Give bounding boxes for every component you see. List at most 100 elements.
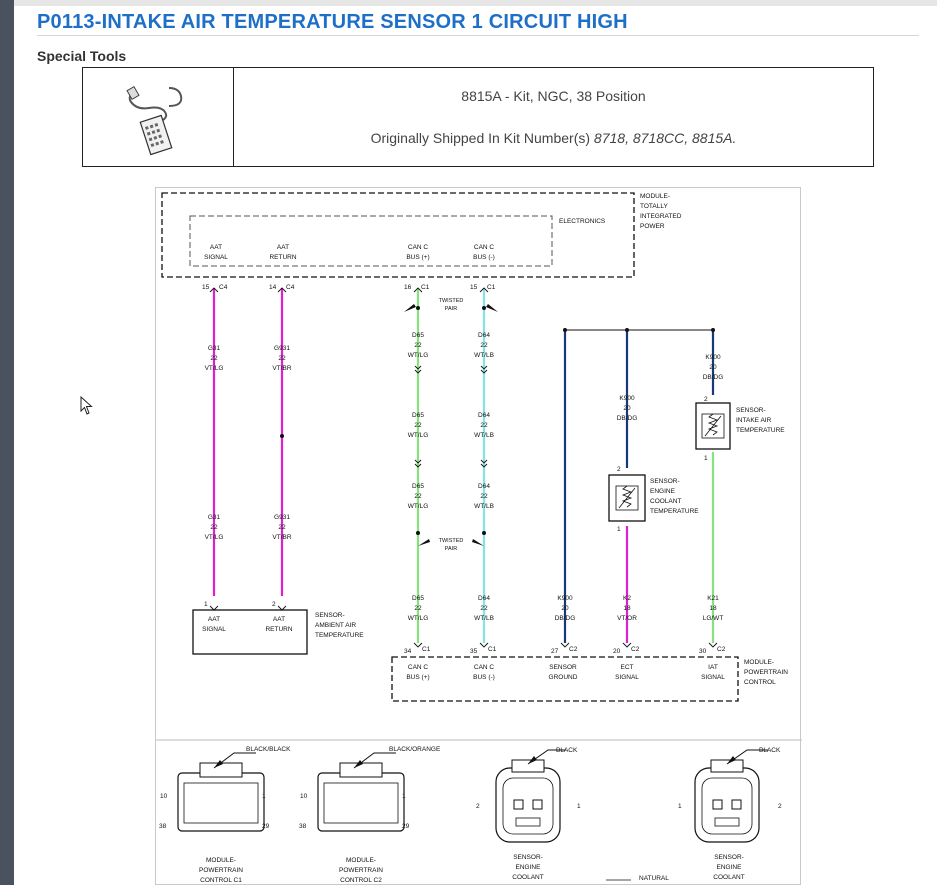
tipm-pin-conn-4: C1 — [487, 284, 496, 291]
iat-pin-top: 2 — [704, 396, 708, 403]
iat-pin-bot: 1 — [704, 455, 708, 462]
conn4-pin-l: 1 — [678, 803, 682, 810]
wiring-diagram-svg: MODULE- TOTALLY INTEGRATED POWER ELECTRO… — [156, 192, 802, 884]
pcm-pin-conn-4: C2 — [631, 646, 640, 653]
tipm-pin-aat-signal-l1: AAT — [210, 244, 222, 251]
k900-ect-1: K900 — [619, 395, 635, 402]
g31-label-b1: G31 — [208, 514, 221, 521]
tipm-pin-aat-return-l1: AAT — [277, 244, 289, 251]
aat-p2-l1: AAT — [273, 616, 285, 623]
tipm-pin-canp-l1: CAN C — [408, 244, 429, 251]
page-title: P0113-INTAKE AIR TEMPERATURE SENSOR 1 CI… — [37, 11, 628, 33]
conn4-name-2: ENGINE — [717, 864, 743, 871]
d65-b1: D65 — [412, 412, 424, 419]
d64-d2: 22 — [480, 605, 488, 612]
pcm-label-1: MODULE- — [744, 659, 774, 666]
pcm-pin-l2-4: SIGNAL — [615, 674, 639, 681]
conn1-color: BLACK/BLACK — [246, 746, 291, 753]
d64-a3: WT/LB — [474, 352, 494, 359]
k2-label-2: 18 — [623, 605, 631, 612]
ect-name-2: ENGINE — [650, 488, 676, 495]
title-divider — [37, 35, 919, 36]
d65-b2: 22 — [414, 422, 422, 429]
tipm-pin-conn-2: C4 — [286, 284, 295, 291]
g931-label-b3: VT/BR — [272, 534, 291, 541]
g931-label-b1: G931 — [274, 514, 290, 521]
pcm-label-2: POWERTRAIN — [744, 669, 788, 676]
electronics-box — [189, 215, 553, 267]
conn2-name-3: CONTROL C2 — [340, 877, 382, 884]
conn3-color: BLACK — [556, 747, 578, 754]
conn3-pin-r: 1 — [577, 803, 581, 810]
aat-name-3: TEMPERATURE — [315, 632, 364, 639]
pcm-pin-num-1: 34 — [404, 648, 412, 655]
k21-label-3: LG/WT — [703, 615, 724, 622]
conn2-name-1: MODULE- — [346, 857, 376, 864]
tipm-pin-num-3: 16 — [404, 284, 412, 291]
special-tools-heading: Special Tools — [37, 48, 127, 64]
pcm-pin-conn-2: C1 — [488, 646, 497, 653]
k21-label-1: K21 — [707, 595, 719, 602]
k900-ect-2: 20 — [623, 405, 631, 412]
conn2-color: BLACK/ORANGE — [389, 746, 441, 753]
d64-d3: WT/LB — [474, 615, 494, 622]
pcm-pin-conn-1: C1 — [422, 646, 431, 653]
tipm-module-box — [161, 192, 635, 278]
aat-sensor-box — [192, 609, 308, 655]
aat-pin1: 1 — [204, 601, 208, 608]
k900-iat-2: 20 — [709, 364, 717, 371]
conn3-name-3: COOLANT — [512, 874, 543, 881]
aat-p2-l2: RETURN — [265, 626, 292, 633]
k2-label-3: VT/OR — [617, 615, 637, 622]
ect-name-1: SENSOR- — [650, 478, 680, 485]
pcm-pin-l2-1: BUS (+) — [406, 674, 429, 681]
g931-label-b2: 22 — [278, 524, 286, 531]
connector-pcm-c1 — [177, 752, 265, 832]
aat-p1-l2: SIGNAL — [202, 626, 226, 633]
pcm-pin-l2-5: SIGNAL — [701, 674, 725, 681]
conn2-pin-tl: 10 — [300, 793, 308, 800]
g931-label-3: VT/BR — [272, 365, 291, 372]
pcm-pin-num-4: 20 — [613, 648, 621, 655]
conn4-pin-r: 2 — [778, 803, 782, 810]
tipm-pin-num-4: 15 — [470, 284, 478, 291]
iat-name-1: SENSOR- — [736, 407, 766, 414]
d64-a2: 22 — [480, 342, 488, 349]
pcm-pin-l1-4: ECT — [621, 664, 634, 671]
pcm-pin-l2-2: BUS (-) — [473, 674, 495, 681]
g31-label-b3: VT/LG — [205, 534, 224, 541]
k900-iat-1: K900 — [705, 354, 721, 361]
d65-b3: WT/LG — [408, 432, 429, 439]
conn4-name-1: SENSOR- — [714, 854, 744, 861]
iat-name-2: INTAKE AIR — [736, 417, 772, 424]
d65-d1: D65 — [412, 595, 424, 602]
twisted-pair-top-1: TWISTED — [439, 298, 464, 304]
conn3-name-2: ENGINE — [516, 864, 542, 871]
d64-a1: D64 — [478, 332, 490, 339]
g31-label-2: 22 — [210, 355, 218, 362]
pcm-pin-l1-1: CAN C — [408, 664, 429, 671]
conn4-name-3: COOLANT — [713, 874, 744, 881]
d64-d1: D64 — [478, 595, 490, 602]
twisted-pair-bot-2: PAIR — [445, 546, 457, 552]
d65-d2: 22 — [414, 605, 422, 612]
conn1-pin-bl: 38 — [159, 823, 167, 830]
pcm-pin-conn-5: C2 — [717, 646, 726, 653]
d64-c2: 22 — [480, 493, 488, 500]
ect-pin-bot: 1 — [617, 526, 621, 533]
tipm-pin-num-1: 15 — [202, 284, 210, 291]
pcm-pin-l1-5: IAT — [708, 664, 718, 671]
conn2-name-2: POWERTRAIN — [339, 867, 383, 874]
d65-a2: 22 — [414, 342, 422, 349]
shipped-label: Originally Shipped In Kit Number(s) — [370, 130, 591, 146]
conn1-pin-tl: 10 — [160, 793, 168, 800]
tipm-label-1: MODULE- — [640, 193, 670, 200]
tipm-pin-canm-l2: BUS (-) — [473, 254, 495, 261]
conn1-name-1: MODULE- — [206, 857, 236, 864]
d64-b3: WT/LB — [474, 432, 494, 439]
k900-gnd-2: 20 — [561, 605, 569, 612]
pcm-pin-num-2: 35 — [470, 648, 478, 655]
conn4-color: BLACK — [759, 747, 781, 754]
ect-name-3: COOLANT — [650, 498, 681, 505]
k2-label-1: K2 — [623, 595, 631, 602]
